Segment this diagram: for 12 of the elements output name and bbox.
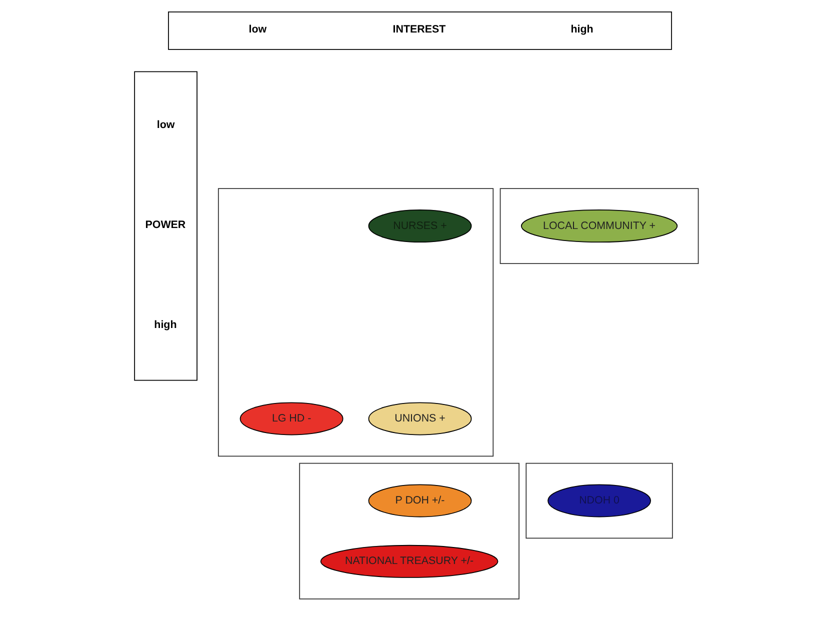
node-box: low INTEREST high [168,12,672,50]
cluster [526,462,673,539]
node-ellipse: LOCAL COMMUNITY + [520,210,678,243]
node-ellipse: UNIONS + [368,402,472,436]
cluster [299,462,520,600]
node-box: low POWER high [134,71,198,381]
node-ellipse: LG HD - [240,402,344,436]
cluster [218,188,494,457]
node-ellipse: NDOH 0 [548,484,652,518]
node-ellipse: P DOH +/- [368,484,472,518]
node-ellipse: NATIONAL TREASURY +/- [320,544,498,578]
cluster [500,188,699,264]
